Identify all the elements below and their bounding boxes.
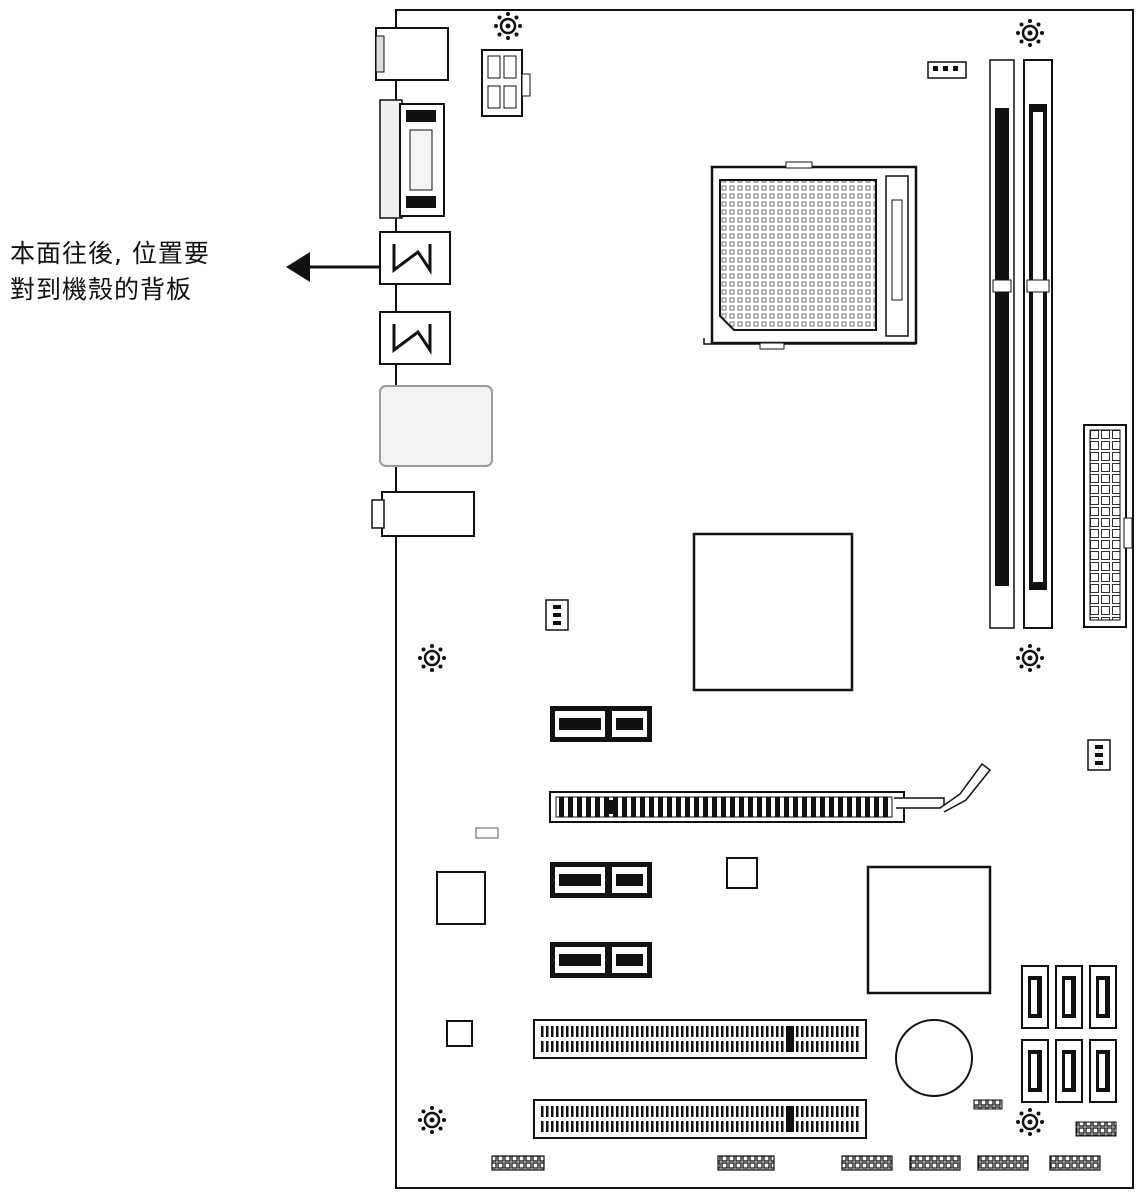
audio-jack [371, 491, 475, 537]
usb-port-1 [379, 231, 451, 285]
sata-connectors [1021, 965, 1117, 1103]
dimm-slot-1 [989, 59, 1015, 629]
annotation-line-2: 對到機殼的背板 [10, 275, 193, 304]
cpu-fan-header [927, 61, 967, 79]
mounting-hole-icon [1014, 1106, 1046, 1138]
annotation-line-1: 本面往後, 位置要 [10, 239, 210, 268]
jumper [475, 827, 499, 839]
sata-port [1055, 965, 1083, 1029]
pci-slot-2 [533, 1099, 867, 1139]
rear-io-panel [371, 27, 493, 537]
lan-port [379, 385, 493, 467]
super-io-chip [436, 871, 486, 925]
sata-port [1021, 1039, 1049, 1103]
mounting-hole-icon [416, 1104, 448, 1136]
board-outline [395, 9, 1134, 1189]
header-usb-1 [841, 1155, 893, 1171]
header-audio [491, 1155, 545, 1171]
pcie-x16-slot [549, 762, 992, 823]
dimm-slot-2 [1023, 59, 1053, 629]
system-fan-header [1087, 739, 1111, 771]
northbridge-chip [692, 532, 854, 692]
mounting-hole-icon [492, 10, 524, 42]
southbridge-chip [866, 865, 992, 995]
chassis-fan-header [545, 599, 569, 631]
vga-port [379, 99, 445, 219]
sata-port [1055, 1039, 1083, 1103]
pcie-x1-slot-1 [550, 706, 652, 742]
sata-port [1089, 1039, 1117, 1103]
clear-cmos-jumper [973, 1099, 1003, 1110]
atx-power-connector [1083, 424, 1133, 628]
pci-slot-1 [533, 1019, 867, 1059]
atx12v-connector [481, 49, 531, 117]
small-chip [446, 1020, 473, 1047]
mounting-hole-icon [1014, 642, 1046, 674]
cpu-socket [703, 161, 918, 350]
mounting-hole-icon [1014, 17, 1046, 49]
header-pins [1075, 1121, 1117, 1137]
bottom-headers [491, 1155, 1101, 1171]
mounting-hole-icon [416, 642, 448, 674]
pcie-x1-slot-2 [550, 862, 652, 898]
usb-port-2 [379, 311, 451, 365]
annotation-text: 本面往後, 位置要 對到機殼的背板 [10, 236, 270, 308]
header-usb-3 [977, 1155, 1029, 1171]
sata-port [1021, 965, 1049, 1029]
sata-port [1089, 965, 1117, 1029]
battery-icon [895, 1019, 973, 1097]
header-usb-2 [909, 1155, 961, 1171]
small-chip [726, 857, 758, 889]
pcie-x1-slot-3 [550, 942, 652, 978]
ps2-port [375, 27, 449, 81]
header-spdif [717, 1155, 775, 1171]
header-front-panel [1049, 1155, 1101, 1171]
